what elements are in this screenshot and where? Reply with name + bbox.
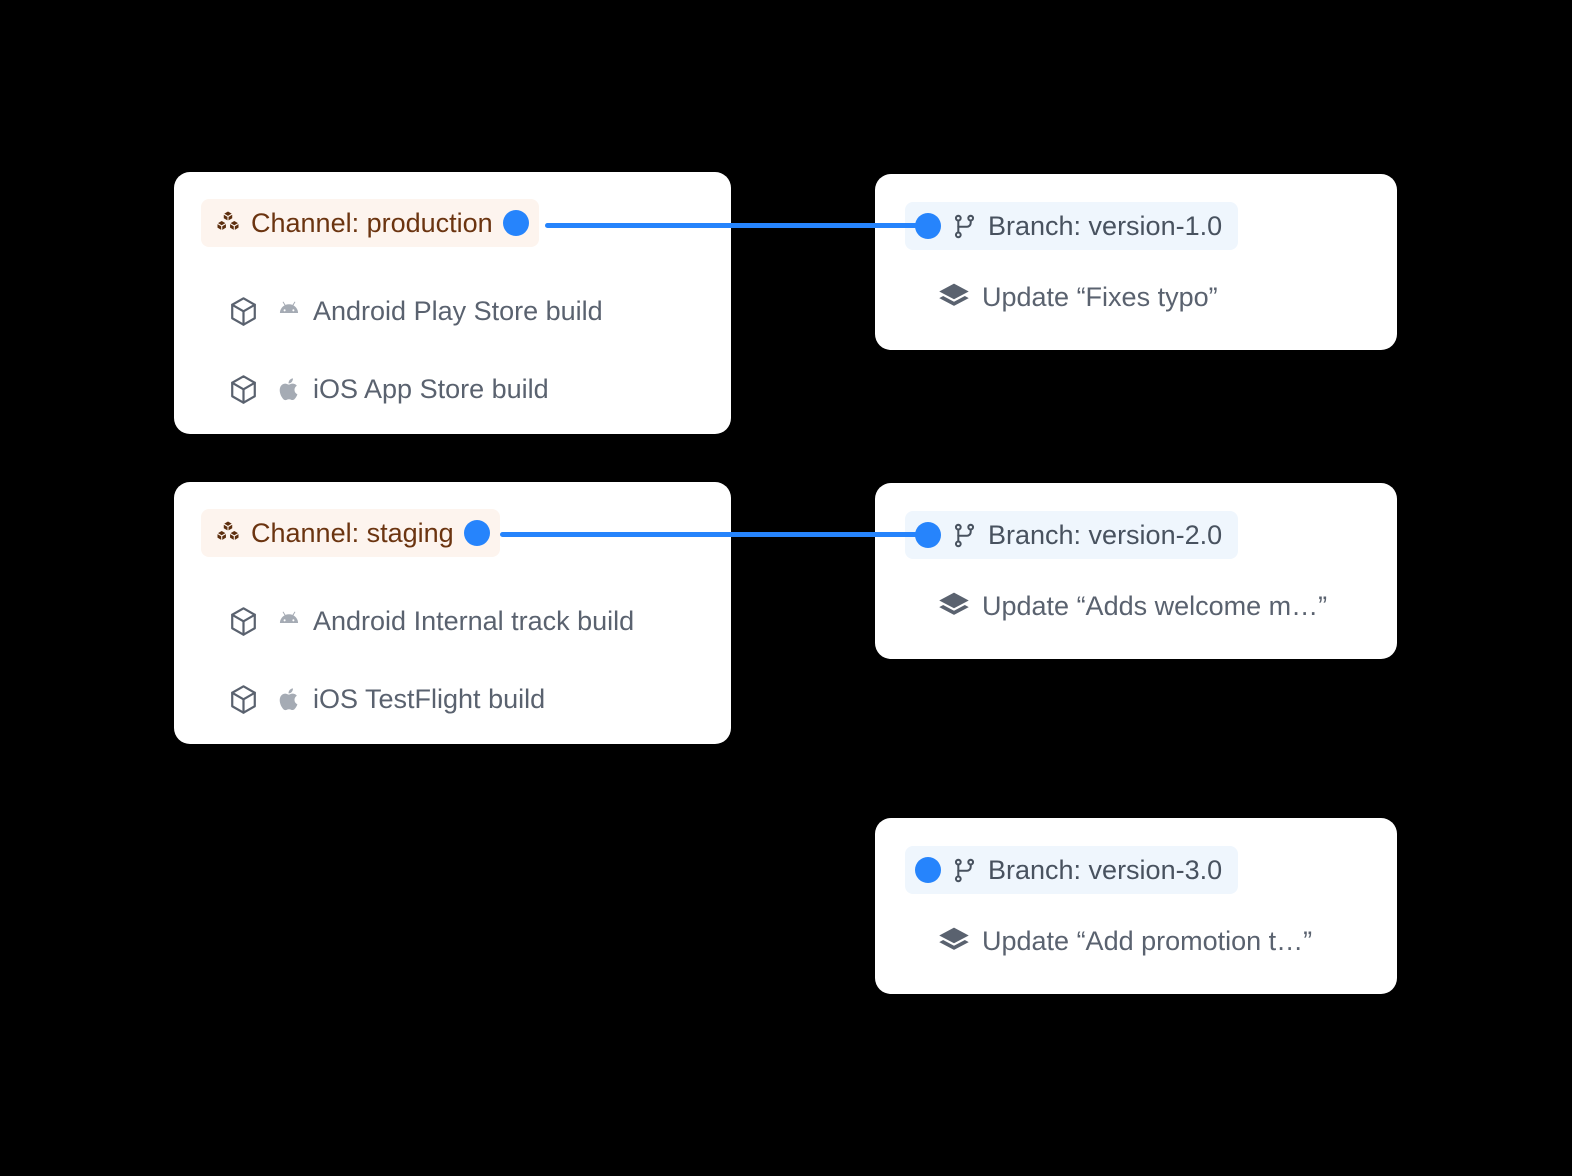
branch-card-version-3-0[interactable]: Branch: version-3.0 Update “Add promotio… [875, 818, 1397, 994]
git-branch-icon [951, 857, 978, 884]
branch-name-label: Branch: version-1.0 [988, 211, 1223, 241]
boxes-stack-icon [215, 210, 241, 236]
layers-icon [925, 589, 982, 623]
channel-badge-production[interactable]: Channel: production [201, 199, 539, 247]
boxes-stack-icon [215, 520, 241, 546]
branch-card-version-2-0[interactable]: Branch: version-2.0 Update “Adds welcome… [875, 483, 1397, 659]
build-label: Android Play Store build [313, 296, 603, 326]
branch-update-row-version-3-0[interactable]: Update “Add promotion t…” [925, 924, 1312, 958]
build-label: iOS TestFlight build [313, 684, 546, 714]
channel-card-staging[interactable]: Channel: staging Android Internal track … [174, 482, 731, 744]
branch-connector-dot[interactable] [915, 213, 941, 239]
channel-card-production[interactable]: Channel: production Android Play Store b… [174, 172, 731, 434]
build-row-ios-production[interactable]: iOS App Store build [221, 372, 549, 406]
branch-update-label: Update “Adds welcome m…” [982, 591, 1328, 621]
branch-update-label: Update “Add promotion t…” [982, 926, 1313, 956]
branch-connector-dot[interactable] [915, 522, 941, 548]
build-row-android-staging[interactable]: Android Internal track build [221, 604, 634, 638]
package-cube-icon [221, 683, 265, 716]
branch-update-row-version-2-0[interactable]: Update “Adds welcome m…” [925, 589, 1327, 623]
channel-connector-dot[interactable] [502, 210, 529, 236]
layers-icon [925, 280, 982, 314]
build-row-ios-staging[interactable]: iOS TestFlight build [221, 682, 545, 716]
layers-icon [925, 924, 982, 958]
apple-icon [265, 684, 313, 714]
branch-update-row-version-1-0[interactable]: Update “Fixes typo” [925, 280, 1218, 314]
apple-icon [265, 374, 313, 404]
channel-badge-staging[interactable]: Channel: staging [201, 509, 500, 557]
package-cube-icon [221, 373, 265, 406]
branch-name-label: Branch: version-2.0 [988, 520, 1223, 550]
channel-name-label: Channel: staging [251, 518, 454, 548]
build-label: Android Internal track build [313, 606, 635, 636]
git-branch-icon [951, 213, 978, 240]
package-cube-icon [221, 605, 265, 638]
build-row-android-production[interactable]: Android Play Store build [221, 294, 603, 328]
package-cube-icon [221, 295, 265, 328]
branch-connector-dot[interactable] [915, 857, 941, 883]
branch-badge-version-3-0[interactable]: Branch: version-3.0 [905, 846, 1239, 894]
branch-name-label: Branch: version-3.0 [988, 855, 1223, 885]
branch-update-label: Update “Fixes typo” [982, 282, 1218, 312]
build-label: iOS App Store build [313, 374, 549, 404]
channel-name-label: Channel: production [251, 208, 493, 238]
branch-badge-version-2-0[interactable]: Branch: version-2.0 [905, 511, 1239, 559]
android-icon [265, 294, 313, 328]
android-icon [265, 604, 313, 638]
git-branch-icon [951, 522, 978, 549]
branch-badge-version-1-0[interactable]: Branch: version-1.0 [905, 202, 1239, 250]
branch-card-version-1-0[interactable]: Branch: version-1.0 Update “Fixes typo” [875, 174, 1397, 350]
channel-connector-dot[interactable] [463, 520, 490, 546]
